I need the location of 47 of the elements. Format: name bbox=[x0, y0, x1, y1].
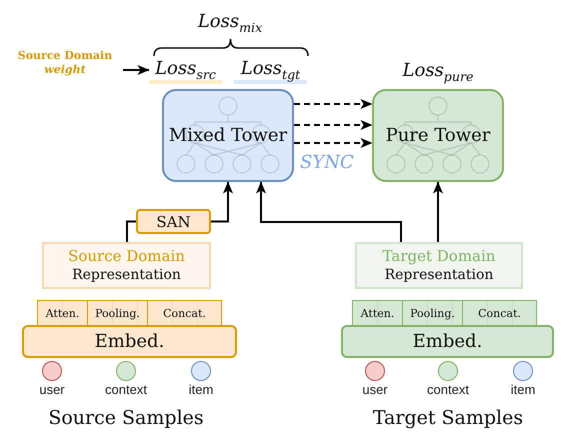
arrow bbox=[123, 65, 150, 75]
arrow bbox=[256, 182, 402, 242]
feature-circle bbox=[365, 361, 385, 381]
representation-box bbox=[355, 242, 523, 289]
representation-label: Representation bbox=[72, 266, 181, 284]
circle-caption: item bbox=[188, 382, 214, 398]
arrow bbox=[211, 182, 233, 222]
feature-circle bbox=[42, 361, 62, 381]
layer-segment: Atten. bbox=[352, 300, 403, 325]
loss-term: Loss$_{tgt}$ bbox=[234, 57, 307, 84]
tower-box bbox=[372, 89, 504, 182]
dashed-arrow bbox=[294, 120, 372, 130]
layer-segment: Pooling. bbox=[88, 300, 148, 325]
feature-circle bbox=[191, 361, 211, 381]
loss-term: Loss$_{src}$ bbox=[149, 57, 222, 84]
annotation-text: Source Domain weight bbox=[8, 49, 122, 79]
arrow bbox=[433, 182, 443, 242]
representation-label: Representation bbox=[384, 266, 494, 284]
sync-label: SYNC bbox=[300, 151, 355, 175]
process-box: SAN bbox=[136, 209, 211, 234]
layer-segment: Concat. bbox=[463, 300, 537, 325]
feature-circle bbox=[116, 361, 136, 381]
tower-box bbox=[162, 89, 294, 182]
representation-box bbox=[42, 242, 211, 289]
embedding-layer: Embed. bbox=[341, 325, 554, 358]
connector-line bbox=[126, 220, 136, 242]
layer-segment: Atten. bbox=[37, 300, 88, 325]
loss-term: Loss$_{mix}$ bbox=[196, 10, 264, 37]
domain-title: Source Domain bbox=[68, 247, 185, 266]
circle-caption: context bbox=[104, 382, 148, 398]
domain-title: Target Domain bbox=[382, 247, 496, 266]
tower-title: Pure Tower bbox=[386, 124, 490, 148]
circle-caption: context bbox=[426, 382, 470, 398]
circle-caption: user bbox=[361, 382, 389, 398]
circle-caption: user bbox=[38, 382, 66, 398]
circle-caption: item bbox=[510, 382, 536, 398]
embedding-layer: Embed. bbox=[22, 325, 237, 358]
feature-circle bbox=[513, 361, 533, 381]
loss-term: Loss$_{pure}$ bbox=[401, 59, 474, 86]
dashed-arrow bbox=[294, 138, 372, 148]
samples-caption: Target Samples bbox=[372, 406, 524, 431]
tower-title: Mixed Tower bbox=[168, 124, 288, 148]
layer-segment: Pooling. bbox=[403, 300, 463, 325]
dashed-arrow bbox=[294, 99, 372, 109]
feature-circle bbox=[438, 361, 458, 381]
layer-segment: Concat. bbox=[148, 300, 222, 325]
samples-caption: Source Samples bbox=[47, 406, 205, 431]
